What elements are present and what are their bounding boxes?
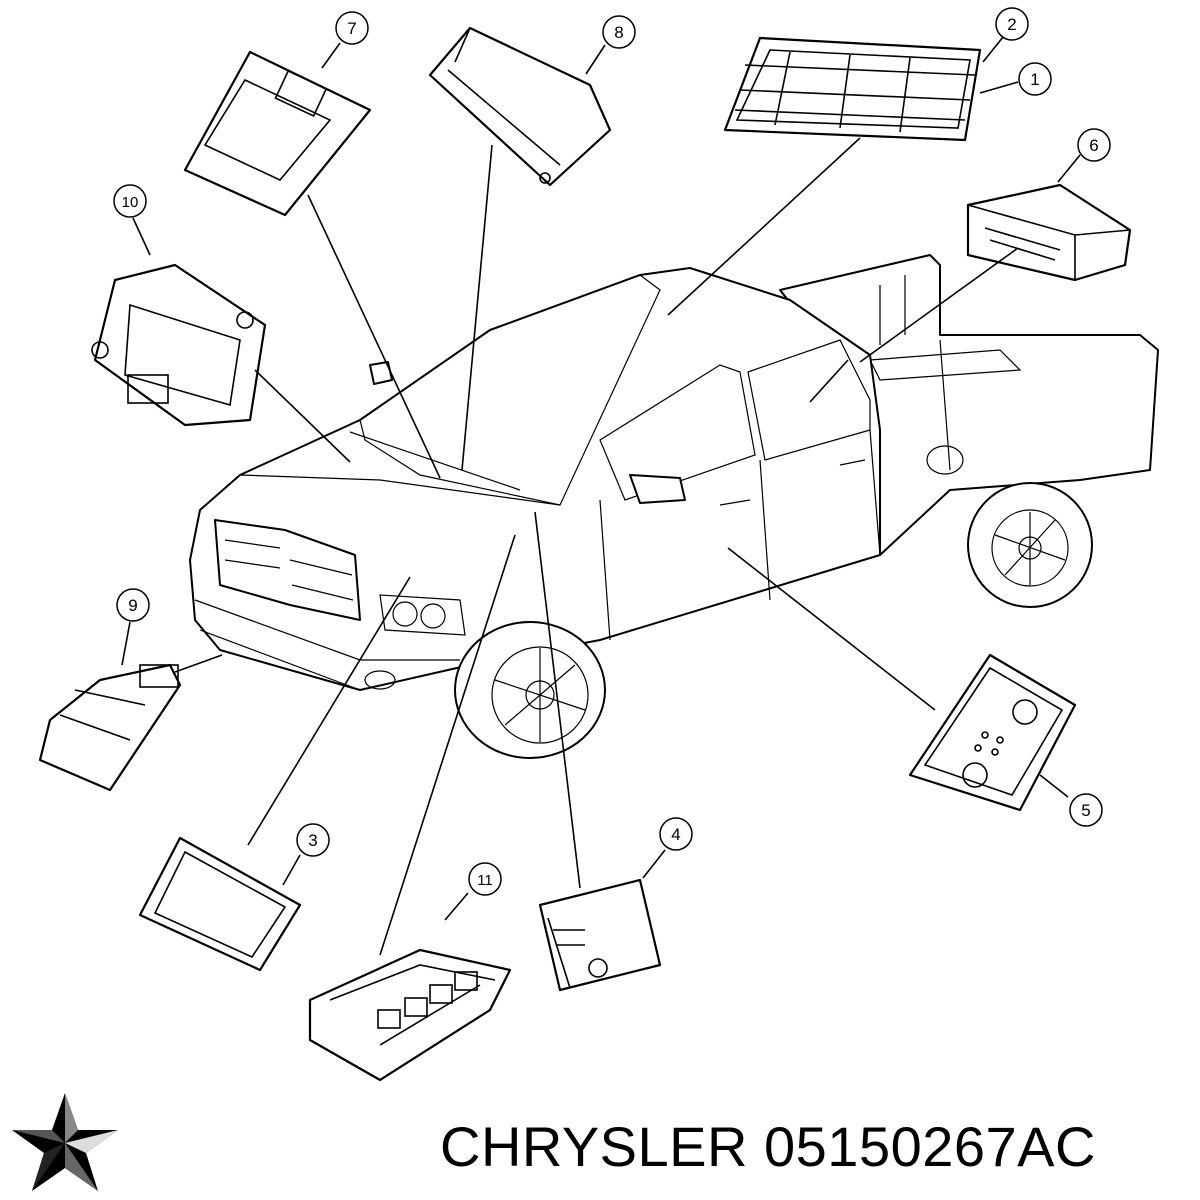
part-9-sensor-drawing [38,663,182,792]
leader-line-cluster [667,137,861,316]
leader-line-7-truck [307,194,441,479]
leader-lines [121,36,1081,956]
leader-line-11-truck [379,534,516,956]
leader-line-10 [132,217,151,256]
part-4-module-drawing [538,878,662,992]
leader-line-8-truck [461,144,493,471]
leader-line-3-truck [247,576,411,846]
leader-line-9-truck [174,654,223,673]
callout-label: 6 [1089,136,1098,155]
callout-9: 9 [116,588,150,622]
part-6-module-drawing [966,183,1132,282]
callout-4: 4 [659,817,693,851]
callout-circle [602,15,636,49]
callout-circle [1069,793,1103,827]
leader-line-5-truck [727,547,936,711]
leader-line-4-truck [534,511,581,889]
part-7-module-drawing [183,50,372,217]
leader-line-6-cab [809,359,849,403]
part-11-module-drawing [308,948,512,1082]
leader-line-8 [585,44,606,75]
leader-line-6-truck [859,247,1019,363]
callout-label: 5 [1081,801,1090,820]
leader-line-3 [282,854,301,886]
callout-circle [1077,128,1111,162]
leader-line-4 [642,849,666,879]
callout-1: 1 [1018,62,1052,96]
leader-line-6 [1057,154,1081,183]
part-8-module-drawing [428,26,612,187]
pickup-truck-drawing [189,254,1159,759]
part-10-sensor-drawing [91,263,267,427]
callout-circle [335,11,369,45]
callout-label: 3 [308,831,317,850]
pentastar-logo-icon [12,1093,118,1191]
callout-circle [116,588,150,622]
callout-7: 7 [335,11,369,45]
part-3-module-drawing [138,836,302,972]
leader-line-2 [982,36,1004,63]
callout-3: 3 [296,823,330,857]
callout-circle [296,823,330,857]
callout-6: 6 [1077,128,1111,162]
leader-line-1 [979,81,1019,94]
callout-5: 5 [1069,793,1103,827]
leader-line-9 [121,621,131,666]
leader-line-11 [444,892,469,921]
callout-label: 11 [477,872,493,889]
part-5-module-drawing [908,653,1077,812]
callout-label: 8 [614,23,623,42]
leader-line-10-truck [254,369,351,463]
callout-11: 11 [468,862,502,896]
callout-label: 9 [128,596,137,615]
callout-label: 10 [122,194,139,211]
callout-circle [468,862,502,896]
callout-label: 4 [671,825,680,844]
brand-part-number: CHRYSLER 05150267AC [440,1115,1096,1178]
part-instrument-cluster-drawing [723,36,982,142]
callout-10: 10 [113,184,147,218]
callout-circle [995,7,1029,41]
callout-circle [659,817,693,851]
callout-8: 8 [602,15,636,49]
callout-circle [113,184,147,218]
leader-line-5 [1039,774,1069,798]
callout-label: 1 [1030,70,1039,89]
leader-line-7 [321,42,341,69]
callout-2: 2 [995,7,1029,41]
callout-label: 7 [347,19,356,38]
callout-label: 2 [1007,15,1016,34]
callout-circle [1018,62,1052,96]
